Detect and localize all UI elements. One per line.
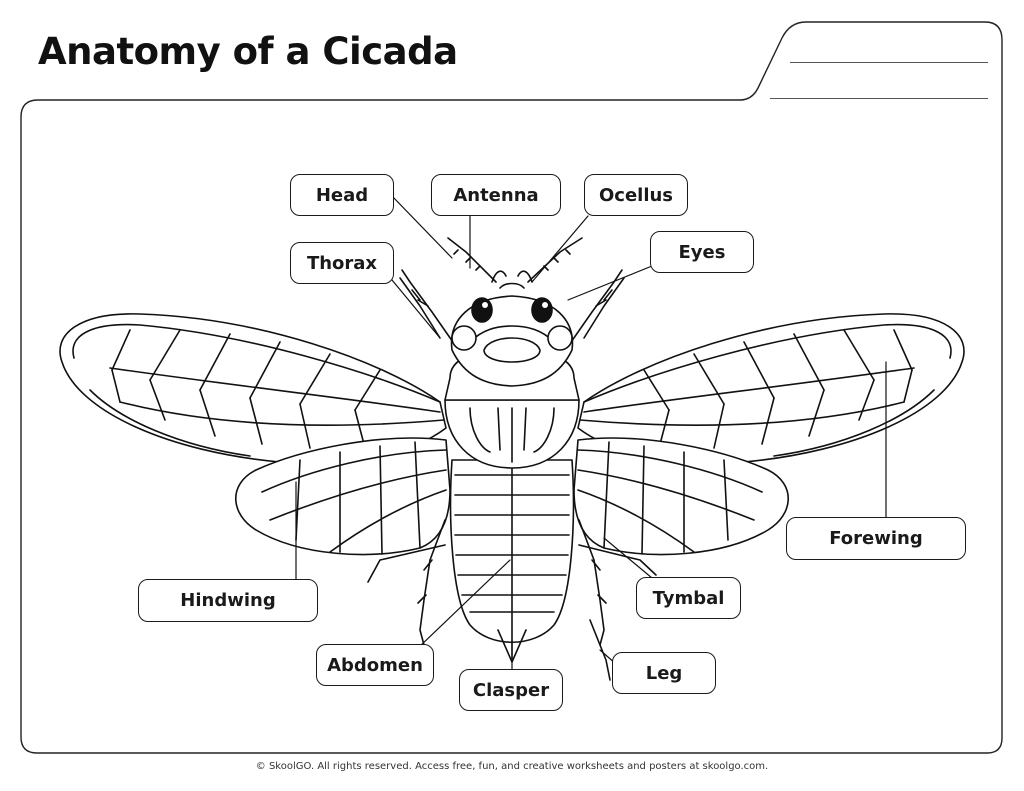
label-eyes: Eyes (650, 231, 754, 273)
left-forewing (59, 313, 447, 465)
label-abdomen: Abdomen (316, 644, 434, 686)
label-thorax: Thorax (290, 242, 394, 284)
label-head: Head (290, 174, 394, 216)
left-hindwing (234, 437, 451, 556)
label-leg: Leg (612, 652, 716, 694)
footer-copyright: © SkoolGO. All rights reserved. Access f… (255, 761, 769, 772)
label-hindwing: Hindwing (138, 579, 318, 622)
abdomen-shape (449, 459, 575, 663)
head-shape (447, 237, 583, 387)
label-antenna: Antenna (431, 174, 561, 216)
name-line-1[interactable] (790, 62, 988, 63)
right-forewing (577, 313, 965, 465)
leader-lines (295, 195, 887, 671)
label-clasper: Clasper (459, 669, 563, 711)
label-tymbal: Tymbal (636, 577, 741, 619)
label-ocellus: Ocellus (584, 174, 688, 216)
page-title: Anatomy of a Cicada (38, 30, 458, 73)
right-hindwing (573, 437, 790, 556)
label-forewing: Forewing (786, 517, 966, 560)
name-line-2[interactable] (770, 98, 988, 99)
legs (367, 269, 657, 681)
